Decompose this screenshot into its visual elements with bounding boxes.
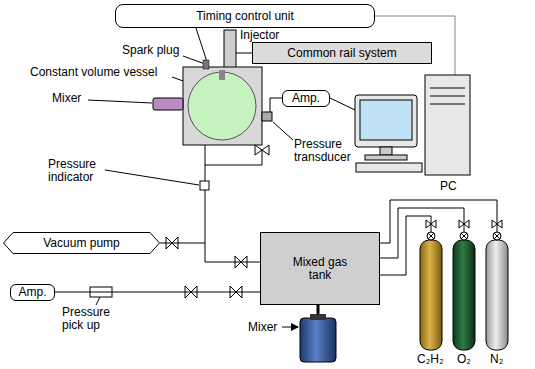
part-label: Constant volume vessel [30,66,157,79]
pipe-connector [160,243,260,262]
pipe-connector [55,292,260,293]
amplifier-box: Amp. [282,90,330,107]
gas-tank-box: Mixed gas tank [260,232,380,305]
node-text: Amp. [292,92,320,105]
part-label: Pressure transducer [294,138,356,164]
gas-label: N₂ [490,353,503,366]
common-rail-box: Common rail system [252,42,432,64]
node-text: Amp. [18,286,46,299]
node-text: Mixed gas tank [290,256,350,282]
node-text: Common rail system [287,47,396,60]
part-label: Pressure indicator [48,158,108,184]
gas-label: O₂ [457,353,471,366]
vacuum-pump-hexagon: Vacuum pump [3,232,160,254]
gas-label: C₂H₂ [417,353,444,366]
part-label: Injector [240,29,279,42]
node-text: Timing control unit [196,10,294,23]
node-text: Vacuum pump [43,237,119,250]
part-label: PC [440,180,457,193]
part-label: Mixer [248,321,277,334]
amplifier-box: Amp. [10,284,55,301]
control-unit-box: Timing control unit [115,4,375,28]
part-label: Mixer [52,92,81,105]
part-label: Spark plug [122,44,179,57]
part-label: Pressure pick up [62,306,117,332]
